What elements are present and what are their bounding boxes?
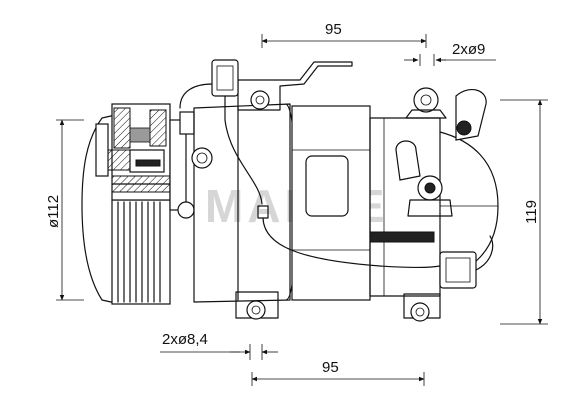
top-mount	[237, 61, 353, 111]
compressor-body	[191, 103, 499, 303]
bottom-mount-rear	[403, 293, 441, 322]
svg-text:2xø9: 2xø9	[452, 41, 485, 58]
discharge-port	[395, 140, 453, 217]
electrical-connector-top	[211, 59, 239, 121]
wire-harness	[179, 83, 441, 269]
svg-text:2xø8,4: 2xø8,4	[162, 331, 208, 348]
electrical-connector-rear	[439, 235, 494, 289]
svg-text:119: 119	[523, 200, 540, 224]
svg-text:95: 95	[325, 21, 342, 38]
bottom-mount	[235, 291, 279, 320]
dimension-diameter: ø112	[45, 119, 84, 301]
pulley-assembly	[81, 103, 195, 305]
dimension-bottom-length: 95	[251, 359, 425, 386]
svg-text:ø112: ø112	[45, 195, 62, 228]
dimension-height: 119	[500, 99, 548, 325]
dimension-top-length: 95	[261, 21, 427, 48]
suction-port	[405, 87, 487, 141]
svg-text:95: 95	[322, 359, 339, 376]
dimension-bottom-holes: 2xø8,4	[160, 331, 278, 360]
dimension-top-holes: 2xø9	[404, 41, 496, 66]
pulley-grooves	[111, 199, 171, 305]
